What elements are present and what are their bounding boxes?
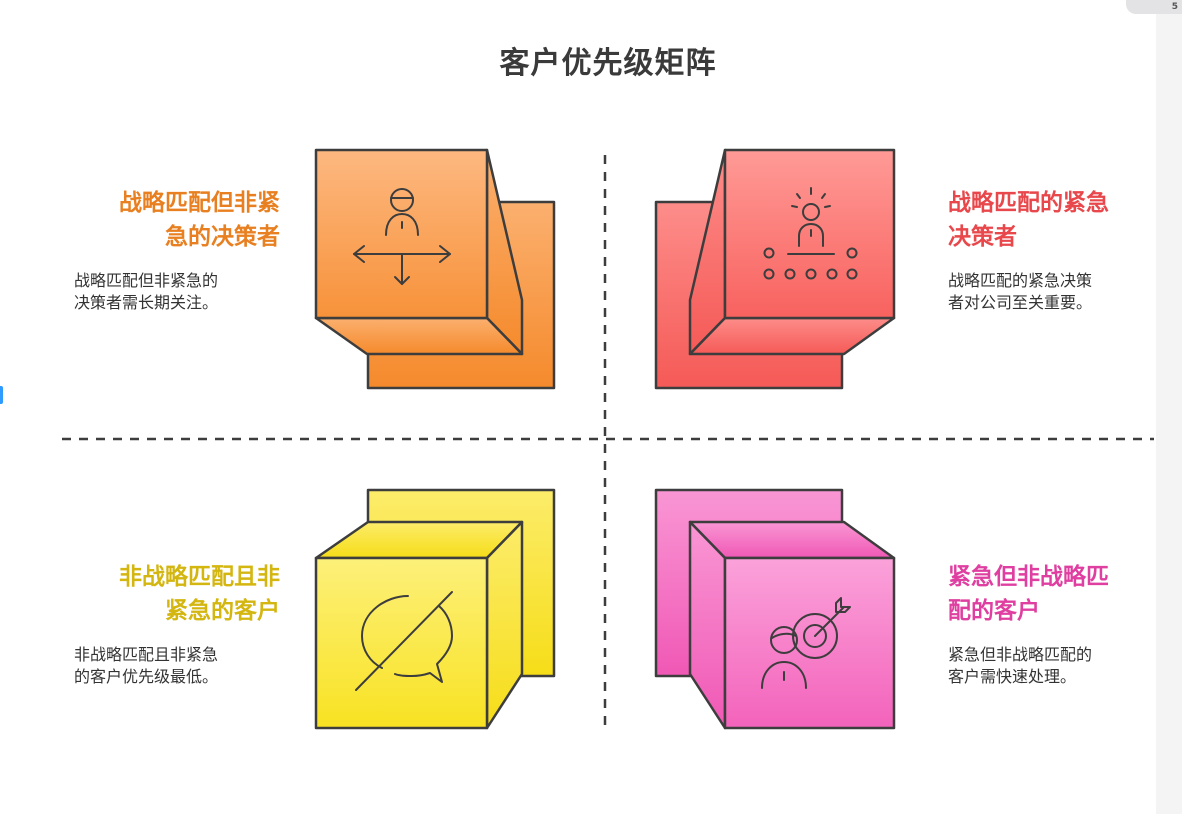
presenter-audience-icon [763, 187, 858, 280]
heading-bottom-right-line2: 配的客户 [948, 598, 1040, 624]
desc-bottom-left-line1: 非战略匹配且非紧急 [74, 645, 219, 664]
desc-top-right-line1: 战略匹配的紧急决策 [948, 271, 1093, 290]
side-panel [485, 520, 524, 730]
desc-bottom-right: 紧急但非战略匹配的 客户需快速处理。 [948, 644, 1158, 688]
right-side-strip [1156, 0, 1182, 814]
desc-bottom-left: 非战略匹配且非紧急 的客户优先级最低。 [74, 644, 284, 688]
desc-top-left-line2: 决策者需长期关注。 [74, 293, 219, 312]
heading-top-left: 战略匹配但非紧 急的决策者 [40, 186, 280, 254]
front-panel [723, 148, 896, 320]
heading-top-left-line2: 急的决策者 [165, 224, 280, 250]
box-bottom-right [654, 488, 896, 732]
bottom-panel [688, 316, 896, 356]
heading-bottom-left: 非战略匹配且非 紧急的客户 [40, 560, 280, 628]
heading-bottom-right: 紧急但非战略匹 配的客户 [948, 560, 1158, 628]
heading-top-right-line2: 决策者 [948, 224, 1017, 250]
desc-bottom-left-line2: 的客户优先级最低。 [74, 667, 219, 686]
side-panel [688, 520, 727, 730]
corner-tab[interactable]: 5 [1126, 0, 1182, 14]
desc-top-right-line2: 者对公司至关重要。 [948, 293, 1093, 312]
desc-top-right: 战略匹配的紧急决策 者对公司至关重要。 [948, 270, 1158, 314]
no-chat-icon [355, 591, 453, 691]
heading-top-left-line1: 战略匹配但非紧 [119, 190, 280, 216]
heading-bottom-left-line2: 紧急的客户 [165, 598, 280, 624]
desc-top-left-line1: 战略匹配但非紧急的 [74, 271, 219, 290]
heading-top-right: 战略匹配的紧急 决策者 [948, 186, 1158, 254]
desc-bottom-right-line1: 紧急但非战略匹配的 [948, 645, 1093, 664]
person-arrows-icon [353, 188, 451, 285]
heading-bottom-right-line1: 紧急但非战略匹 [948, 564, 1109, 590]
person-target-icon [761, 597, 851, 689]
horizontal-divider [62, 436, 1154, 442]
desc-bottom-right-line2: 客户需快速处理。 [948, 667, 1077, 686]
heading-bottom-left-line1: 非战略匹配且非 [119, 564, 280, 590]
box-bottom-left [314, 488, 558, 732]
left-edge-marker [0, 386, 3, 404]
bottom-panel [314, 316, 524, 356]
corner-tab-label: 5 [1171, 2, 1178, 12]
page-title: 客户优先级矩阵 [499, 46, 717, 81]
desc-top-left: 战略匹配但非紧急的 决策者需长期关注。 [74, 270, 284, 314]
front-panel [723, 556, 896, 730]
heading-top-right-line1: 战略匹配的紧急 [948, 190, 1109, 216]
box-top-left [314, 148, 558, 390]
front-panel [314, 148, 489, 320]
box-top-right [654, 148, 896, 390]
